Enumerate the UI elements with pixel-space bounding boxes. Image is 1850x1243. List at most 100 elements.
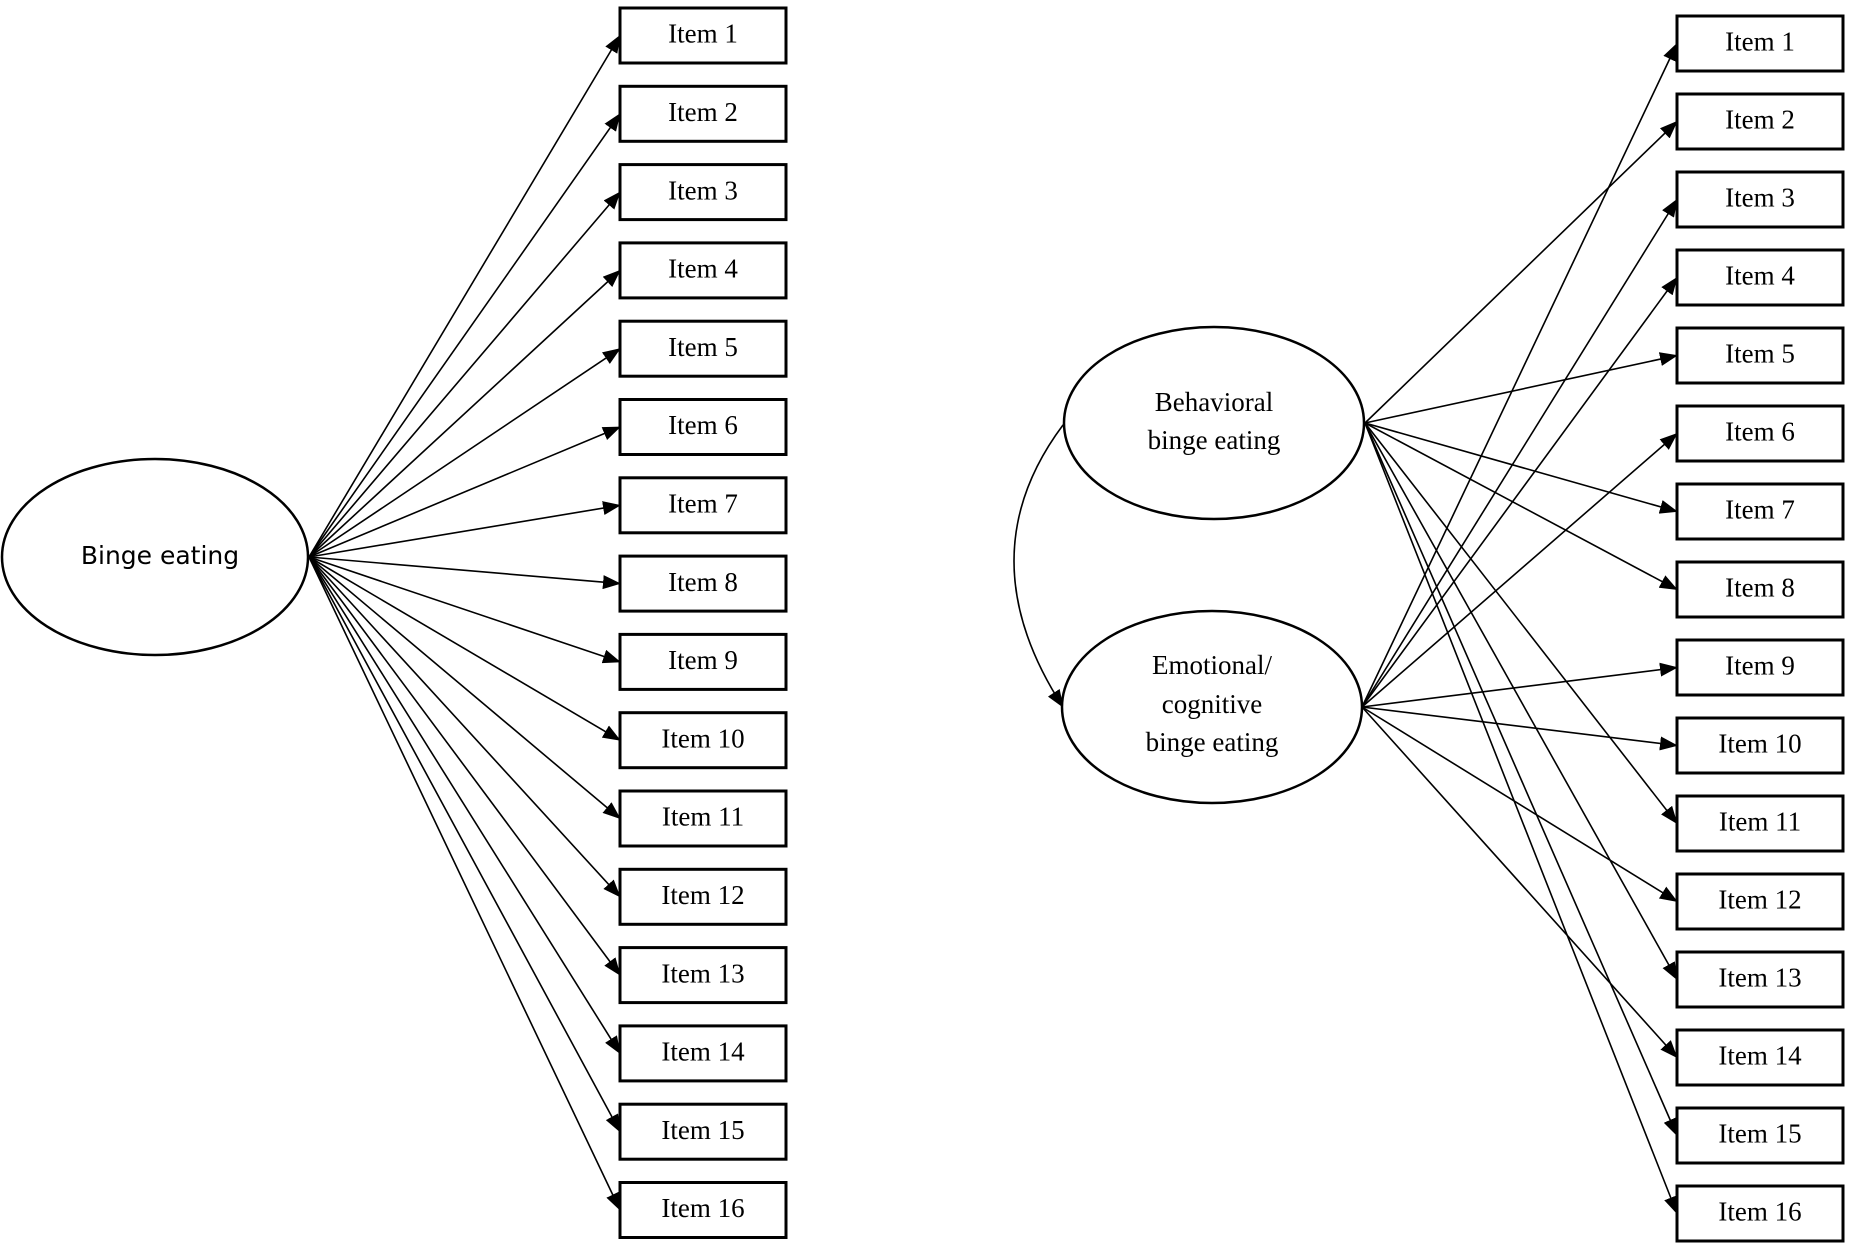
left-loading-path-factor1-item-7 [308, 501, 621, 558]
left-item-box-2 [618, 84, 788, 143]
left-item-label-14: Item 14 [661, 1037, 745, 1067]
left-loading-path-factor1-item-3 [308, 191, 621, 558]
right-item-box-1 [1675, 14, 1845, 73]
right-loading-path-factor2-item-14 [1361, 706, 1678, 1059]
right-item-box-3 [1675, 170, 1845, 229]
left-item-label-1: Item 1 [668, 19, 738, 49]
right-item-label-10: Item 10 [1718, 729, 1801, 759]
left-item-label-4: Item 4 [668, 254, 738, 284]
right-item-box-15 [1675, 1106, 1845, 1165]
left-loading-path-factor1-item-10 [308, 556, 621, 741]
right-loading-paths [1361, 42, 1678, 1215]
left-loading-path-factor1-item-16 [308, 556, 621, 1211]
right-item-label-9: Item 9 [1725, 651, 1795, 681]
right-item-box-11 [1675, 794, 1845, 853]
right-loading-path-factor1-item-11 [1364, 422, 1678, 825]
left-item-box-9 [618, 632, 788, 691]
left-item-label-8: Item 8 [668, 567, 738, 597]
right-item-boxes: Item 1 Item 2 Item 3 Item 4 Item 5 Item 6 Item… [1675, 14, 1845, 1243]
right-item-box-14 [1675, 1028, 1845, 1087]
right-loading-path-factor1-item-8 [1364, 422, 1678, 591]
left-loading-paths [308, 34, 621, 1211]
left-item-box-15 [618, 1102, 788, 1161]
left-item-box-12 [618, 867, 788, 926]
factor-behavioral-binge-eating [1062, 325, 1366, 521]
right-item-label-1: Item 1 [1725, 27, 1795, 57]
left-item-box-4 [618, 241, 788, 300]
left-item-box-5 [618, 319, 788, 378]
right-loading-path-factor1-item-16 [1364, 422, 1678, 1215]
factor-binge-eating [0, 457, 310, 657]
right-item-box-7 [1675, 482, 1845, 541]
left-loading-path-factor1-item-14 [308, 556, 621, 1055]
left-item-label-9: Item 9 [668, 645, 738, 675]
left-loading-path-factor1-item-5 [308, 348, 621, 558]
left-item-label-6: Item 6 [668, 410, 738, 440]
right-loading-path-factor1-item-5 [1364, 352, 1678, 424]
right-item-box-4 [1675, 248, 1845, 307]
right-loading-path-factor1-item-15 [1364, 422, 1678, 1137]
right-loading-path-factor1-item-2 [1364, 120, 1678, 424]
left-loading-path-factor1-item-2 [308, 112, 621, 558]
left-loading-path-factor1-item-4 [308, 269, 621, 558]
factor-behavioral-label-line-1: Behavioral [1155, 387, 1273, 417]
left-item-label-5: Item 5 [668, 332, 738, 362]
right-loading-path-factor2-item-12 [1361, 706, 1678, 903]
left-item-box-16 [618, 1181, 788, 1239]
left-loading-path-factor1-item-1 [308, 34, 621, 558]
left-item-label-16: Item 16 [661, 1193, 744, 1223]
right-loading-path-factor2-item-10 [1361, 706, 1678, 751]
left-loading-path-factor1-item-13 [308, 556, 621, 976]
right-item-label-8: Item 8 [1725, 573, 1795, 603]
right-item-label-13: Item 13 [1718, 963, 1801, 993]
right-item-label-11: Item 11 [1719, 807, 1801, 837]
left-item-label-7: Item 7 [668, 489, 738, 519]
right-item-label-4: Item 4 [1725, 261, 1795, 291]
right-item-label-6: Item 6 [1725, 417, 1795, 447]
left-item-box-10 [618, 711, 788, 770]
left-item-boxes: Item 1 Item 2 Item 3 Item 4 Item 5 Item 6 Item… [618, 6, 788, 1239]
left-loading-path-factor1-item-15 [308, 556, 621, 1133]
left-loading-path-factor1-item-8 [308, 556, 621, 590]
right-item-label-12: Item 12 [1718, 885, 1801, 915]
left-item-box-13 [618, 946, 788, 1005]
left-item-label-13: Item 13 [661, 958, 744, 988]
factor-emotional-label-line-1: Emotional/ [1152, 650, 1272, 680]
left-item-label-10: Item 10 [661, 723, 744, 753]
right-item-box-8 [1675, 560, 1845, 619]
right-item-label-15: Item 15 [1718, 1119, 1801, 1149]
factor-correlation-arrow [1013, 407, 1079, 708]
right-item-box-16 [1675, 1184, 1845, 1243]
factor-emotional-cognitive-binge-eating [1060, 609, 1364, 805]
right-item-label-3: Item 3 [1725, 183, 1795, 213]
left-loading-path-factor1-item-12 [308, 556, 621, 898]
right-item-label-16: Item 16 [1718, 1197, 1801, 1227]
left-loading-path-factor1-item-6 [308, 426, 621, 558]
right-loading-path-factor2-item-4 [1361, 276, 1678, 708]
left-item-box-14 [618, 1024, 788, 1083]
right-item-label-5: Item 5 [1725, 339, 1795, 369]
right-loading-path-factor2-item-9 [1361, 662, 1678, 708]
right-item-box-5 [1675, 326, 1845, 385]
factor-emotional-label-line-3: binge eating [1146, 727, 1279, 757]
right-loading-path-factor1-item-7 [1364, 422, 1678, 514]
right-loading-path-factor2-item-3 [1361, 198, 1678, 708]
right-item-box-9 [1675, 638, 1845, 697]
left-item-label-15: Item 15 [661, 1115, 744, 1145]
right-loading-path-factor1-item-13 [1364, 422, 1678, 981]
left-item-box-8 [618, 554, 788, 613]
two-factor-model: Behavioral binge eating Emotional/ cogni… [1013, 14, 1845, 1243]
left-item-box-3 [618, 163, 788, 222]
right-item-box-10 [1675, 716, 1845, 775]
right-item-label-2: Item 2 [1725, 105, 1795, 135]
right-loading-path-factor2-item-6 [1361, 432, 1678, 708]
left-item-label-3: Item 3 [668, 175, 738, 205]
left-item-label-2: Item 2 [668, 97, 738, 127]
right-loading-path-factor2-item-1 [1361, 42, 1678, 708]
factor-emotional-label-line-2: cognitive [1162, 689, 1262, 719]
left-item-box-11 [618, 789, 788, 848]
left-item-box-1 [618, 6, 788, 65]
left-item-label-12: Item 12 [661, 880, 744, 910]
